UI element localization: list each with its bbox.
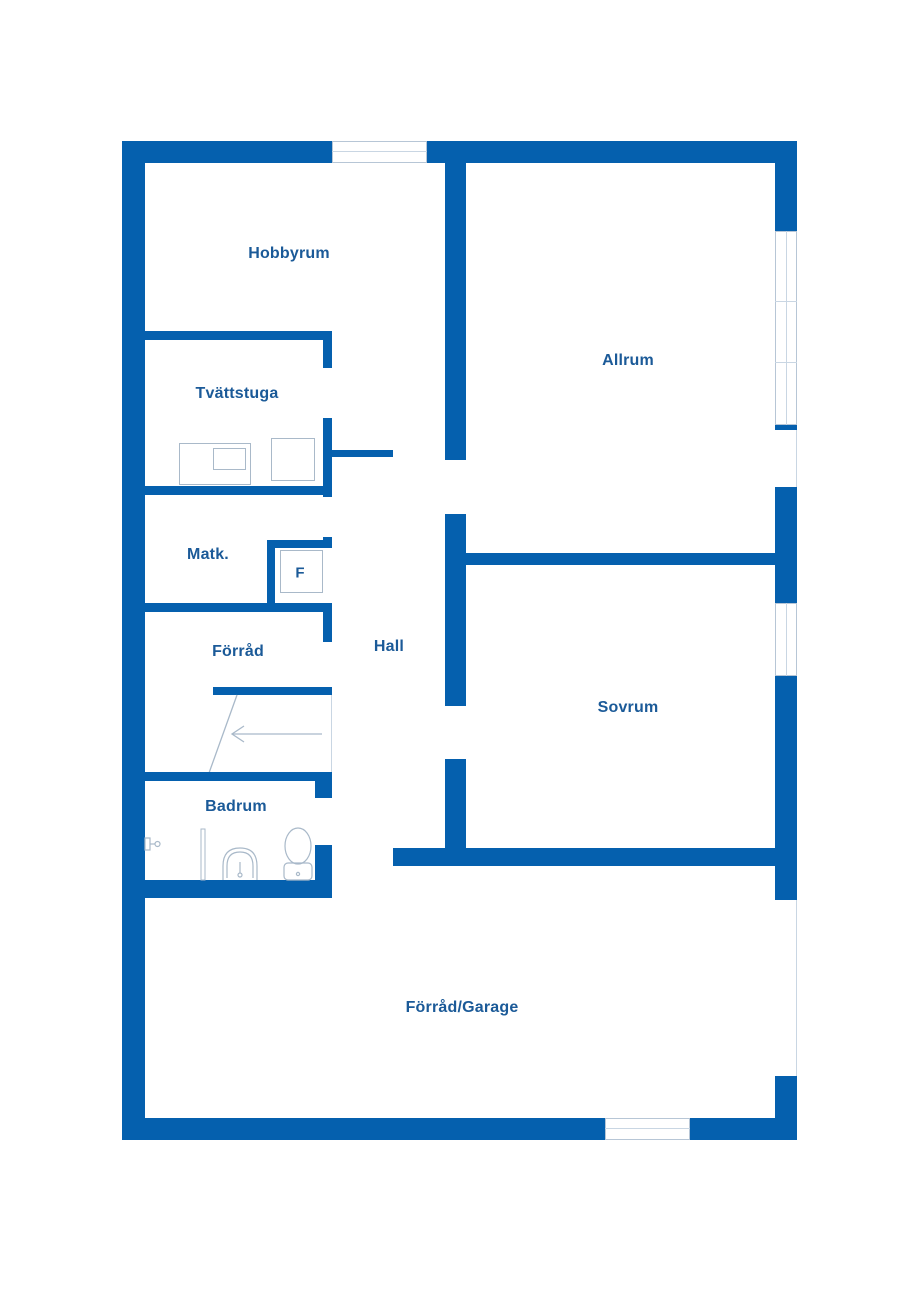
- window-bottom-mullion: [605, 1128, 690, 1129]
- outer-wall-right-1: [775, 141, 797, 231]
- toilet-icon: [283, 827, 313, 881]
- wall-matk-forrad: [145, 603, 332, 612]
- room-label-tvattstuga: Tvättstuga: [195, 385, 279, 402]
- wall-tvatt-stub: [332, 450, 393, 457]
- outer-wall-left: [122, 141, 145, 1140]
- shower-icon: [144, 837, 161, 851]
- window-allrum-mullion: [786, 231, 787, 425]
- wall-hall-allrum-lower: [445, 514, 466, 706]
- wall-allrum-sovrum: [466, 553, 775, 565]
- wall-sovrum-garage: [393, 848, 775, 866]
- wall-closet-corner: [323, 537, 332, 548]
- wall-badrum-right-upper: [315, 772, 332, 798]
- laundry-sink-icon: [213, 448, 246, 470]
- wall-forrad-right: [323, 603, 332, 642]
- window-top: [332, 141, 427, 163]
- fuse-box-label: F: [295, 564, 305, 582]
- outer-wall-right-3: [775, 676, 797, 900]
- sink-icon: [222, 847, 258, 880]
- room-label-allrum: Allrum: [602, 352, 654, 369]
- wall-tvatt-right-upper: [323, 331, 332, 368]
- room-label-hobbyrum: Hobbyrum: [248, 245, 330, 262]
- room-label-badrum: Badrum: [205, 798, 267, 815]
- outer-wall-bottom-right: [690, 1118, 797, 1140]
- room-label-matk: Matk.: [187, 546, 229, 563]
- stair-edge-line: [331, 695, 332, 773]
- wall-closet-top: [267, 540, 332, 548]
- wall-closet-left: [267, 540, 275, 605]
- room-label-hall: Hall: [373, 638, 405, 655]
- wall-badrum-garage: [145, 880, 332, 898]
- garage-door-line: [796, 900, 797, 1076]
- room-label-forrad: Förråd: [212, 643, 264, 660]
- wall-stair-landing: [213, 687, 332, 695]
- window-allrum-sill: [775, 425, 797, 430]
- outer-wall-top-left: [122, 141, 332, 163]
- outer-wall-bottom-left: [122, 1118, 605, 1140]
- wall-hall-sovrum: [445, 759, 466, 866]
- shower-screen-icon: [200, 828, 206, 881]
- outer-wall-top-right: [427, 141, 797, 163]
- wall-tvatt-right-lower: [323, 418, 332, 497]
- window-allrum-sash-1: [775, 301, 797, 302]
- room-label-sovrum: Sovrum: [597, 699, 659, 716]
- wall-hobby-tvatt: [145, 331, 332, 340]
- window-top-mullion: [332, 151, 427, 152]
- window-bottom: [605, 1118, 690, 1140]
- allrum-opening-line: [796, 430, 797, 487]
- wall-tvatt-matk: [145, 486, 332, 495]
- window-sovrum-mullion: [786, 603, 787, 676]
- outer-wall-right-4: [775, 1076, 797, 1140]
- window-allrum-sash-2: [775, 362, 797, 363]
- wall-hobby-allrum: [445, 141, 466, 460]
- fuse-box-icon: [280, 550, 323, 593]
- washing-machine-icon: [271, 438, 315, 481]
- outer-wall-right-2: [775, 487, 797, 603]
- laundry-counter: [179, 443, 251, 485]
- room-label-forrad-garage: Förråd/Garage: [405, 999, 519, 1016]
- wall-forrad-badrum: [145, 772, 332, 781]
